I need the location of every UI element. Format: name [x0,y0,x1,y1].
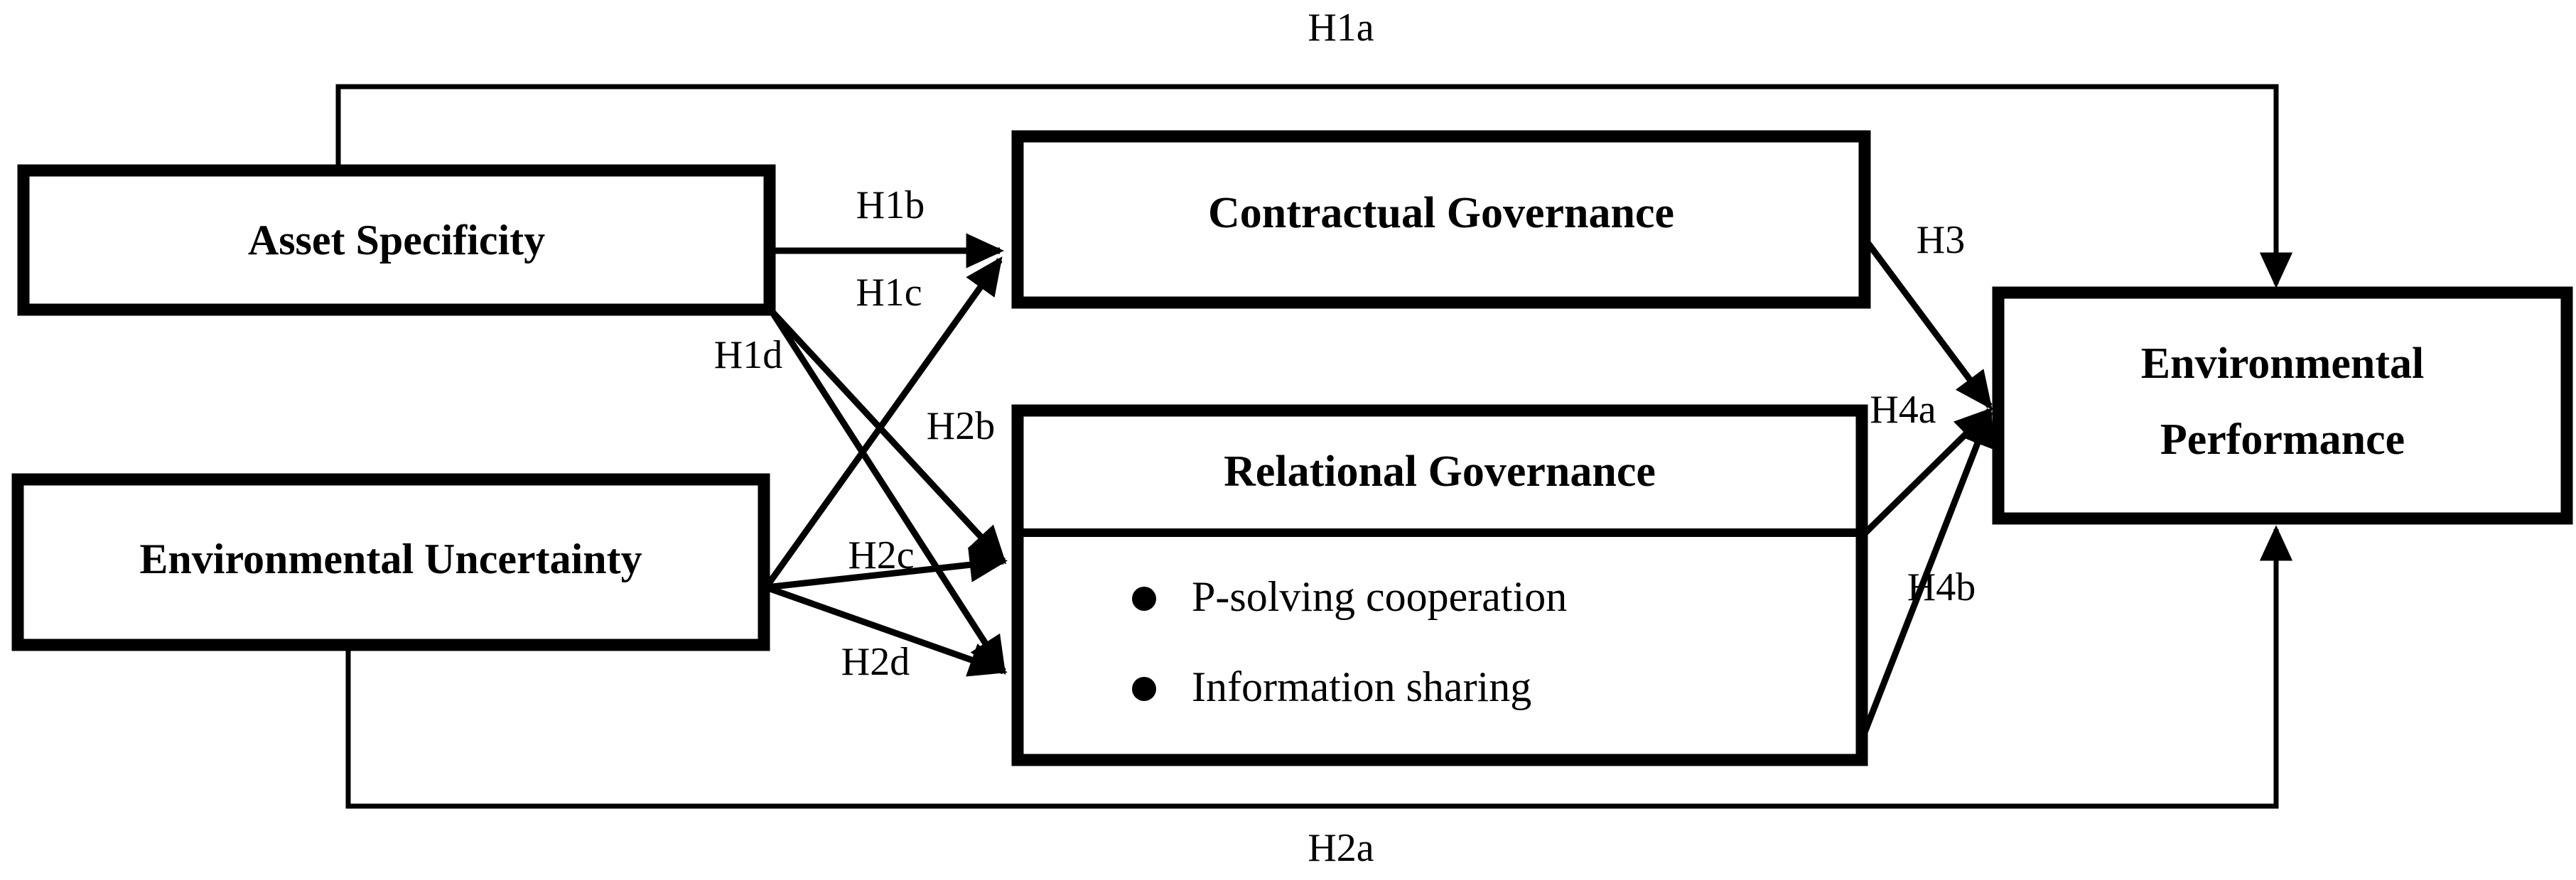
bullet-dot-icon [1132,587,1156,611]
edge-H1d [768,308,1006,675]
relational-governance-bullet-1: P-solving cooperation [1192,573,1567,620]
edge-H2b [768,308,1007,565]
edge-H2c [765,547,1008,591]
relational-governance-bullet-2: Information sharing [1192,663,1531,710]
hypothesis-label-H2d: H2d [841,640,910,684]
node-label-contractual-governance: Contractual Governance [1208,189,1674,237]
hypothesis-label-H2a: H2a [1308,826,1374,870]
hypothesis-label-H4b: H4b [1907,565,1976,609]
node-label-environmental-performance-line1: Environmental [2141,339,2424,388]
node-environmental-performance[interactable]: Environmental Performance [1992,286,2573,525]
node-label-relational-governance: Relational Governance [1224,447,1656,496]
edge-H2a [345,525,2293,809]
hypothesis-label-H3: H3 [1917,218,1965,262]
node-asset-specificity[interactable]: Asset Specificity [17,164,776,316]
node-label-asset-specificity: Asset Specificity [248,217,545,264]
edge-H2d [765,584,1008,677]
hypothesis-label-H1b: H1b [856,183,925,227]
edge-H1c [763,256,1003,590]
node-label-environmental-uncertainty: Environmental Uncertainty [139,536,642,582]
node-label-environmental-performance-line2: Performance [2160,415,2405,464]
edge-H1a [335,84,2293,288]
list-item: Information sharing [1132,663,1531,710]
node-relational-governance[interactable]: Relational Governance P-solving cooperat… [1011,404,1868,766]
hypothesis-label-H1d: H1d [714,333,782,377]
edge-H3 [1862,237,1993,410]
node-contractual-governance[interactable]: Contractual Governance [1011,130,1871,309]
hypothesis-label-H1a: H1a [1308,6,1374,50]
edge-H4b [1853,408,1994,756]
list-item: P-solving cooperation [1132,573,1567,620]
hypothesis-label-H2c: H2c [848,533,914,577]
bullet-dot-icon [1132,677,1156,701]
hypothesis-label-H1c: H1c [856,271,922,315]
hypothesis-label-H4a: H4a [1870,388,1936,432]
hypothesis-label-H2b: H2b [927,404,995,448]
node-environmental-uncertainty[interactable]: Environmental Uncertainty [11,473,770,651]
